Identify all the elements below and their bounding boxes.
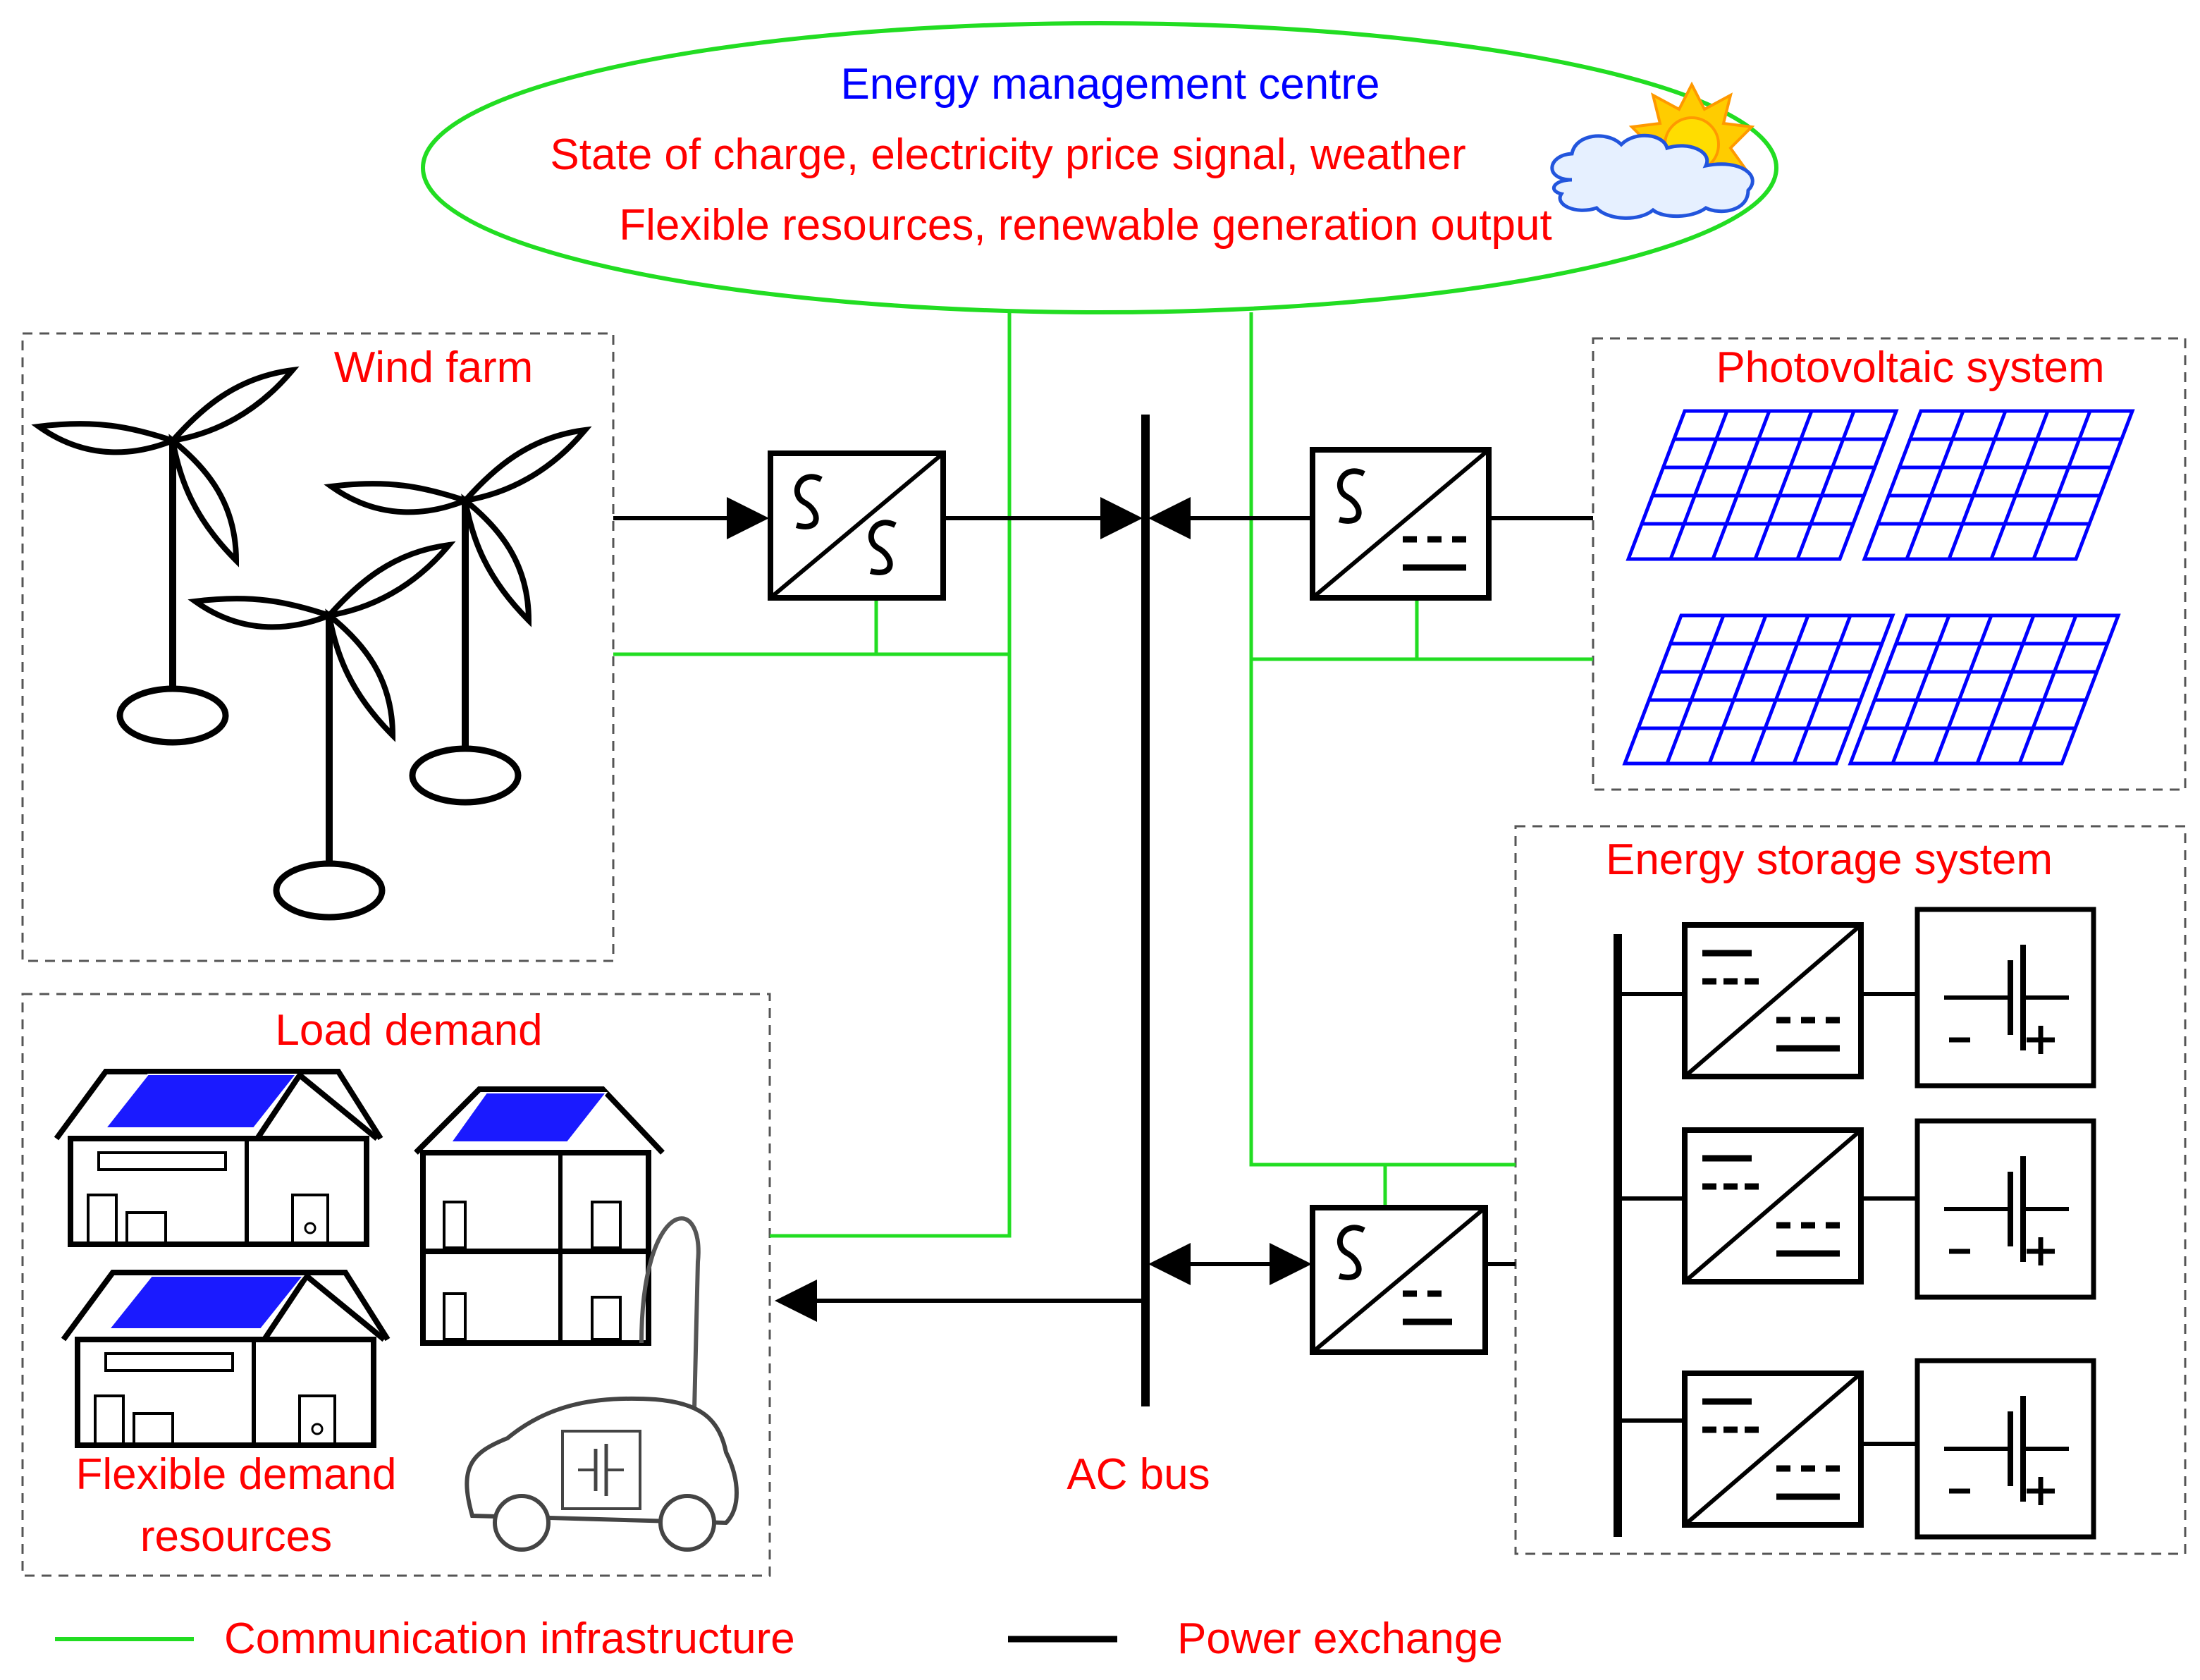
solar-panel-icon [1628,411,1896,559]
house-icon [414,1086,665,1346]
photovoltaic-system: Photovoltaic system [1592,337,2187,791]
house-icon [63,1273,388,1445]
pv-label: Photovoltaic system [1716,343,2104,392]
battery-icon [1917,1121,2094,1297]
wind-farm-label: Wind farm [334,343,533,392]
ems-title: Energy management centre [840,60,1379,109]
weather-icon [1550,81,1755,220]
flexible-demand-line-2: resources [140,1512,332,1561]
power-lines: AC bus [613,415,1593,1499]
converter-icon [1685,925,1861,1077]
ems-info-line-2: Flexible resources, renewable generation… [619,201,1551,250]
energy-management-centre: Energy management centre State of charge… [421,21,1778,314]
storage-label: Energy storage system [1606,835,2053,884]
electric-car-icon [465,1216,739,1552]
wind-turbine-icon [39,370,293,742]
load-demand-label: Load demand [275,1006,542,1055]
ems-info-line-1: State of charge, electricity price signa… [550,130,1465,179]
house-icon [56,1072,381,1244]
solar-panel-icon [1850,615,2118,764]
converter-icon [768,450,946,601]
wind-farm: Wind farm [21,332,615,962]
legend-power-label: Power exchange [1177,1614,1503,1663]
ac-bus-label: AC bus [1067,1450,1210,1499]
flexible-demand-line-1: Flexible demand [76,1450,397,1499]
communication-lines [613,312,1593,1238]
converter-icon [1310,447,1492,601]
battery-icon [1917,909,2094,1086]
wind-turbine-icon [195,545,449,917]
solar-panel-icon [1864,411,2132,559]
converter-icon [1685,1130,1861,1282]
wind-turbine-icon [331,430,585,802]
solar-panel-icon [1625,615,1893,764]
legend-comm-label: Communication infrastructure [224,1614,795,1663]
converter-icon [1310,1205,1488,1355]
load-demand: Load demand Flexible demand resources [21,993,771,1577]
battery-icon [1917,1361,2094,1537]
legend: Communication infrastructure Power excha… [55,1614,1503,1663]
energy-storage-system: Energy storage system [1514,825,2187,1555]
converter-icon [1685,1373,1861,1525]
